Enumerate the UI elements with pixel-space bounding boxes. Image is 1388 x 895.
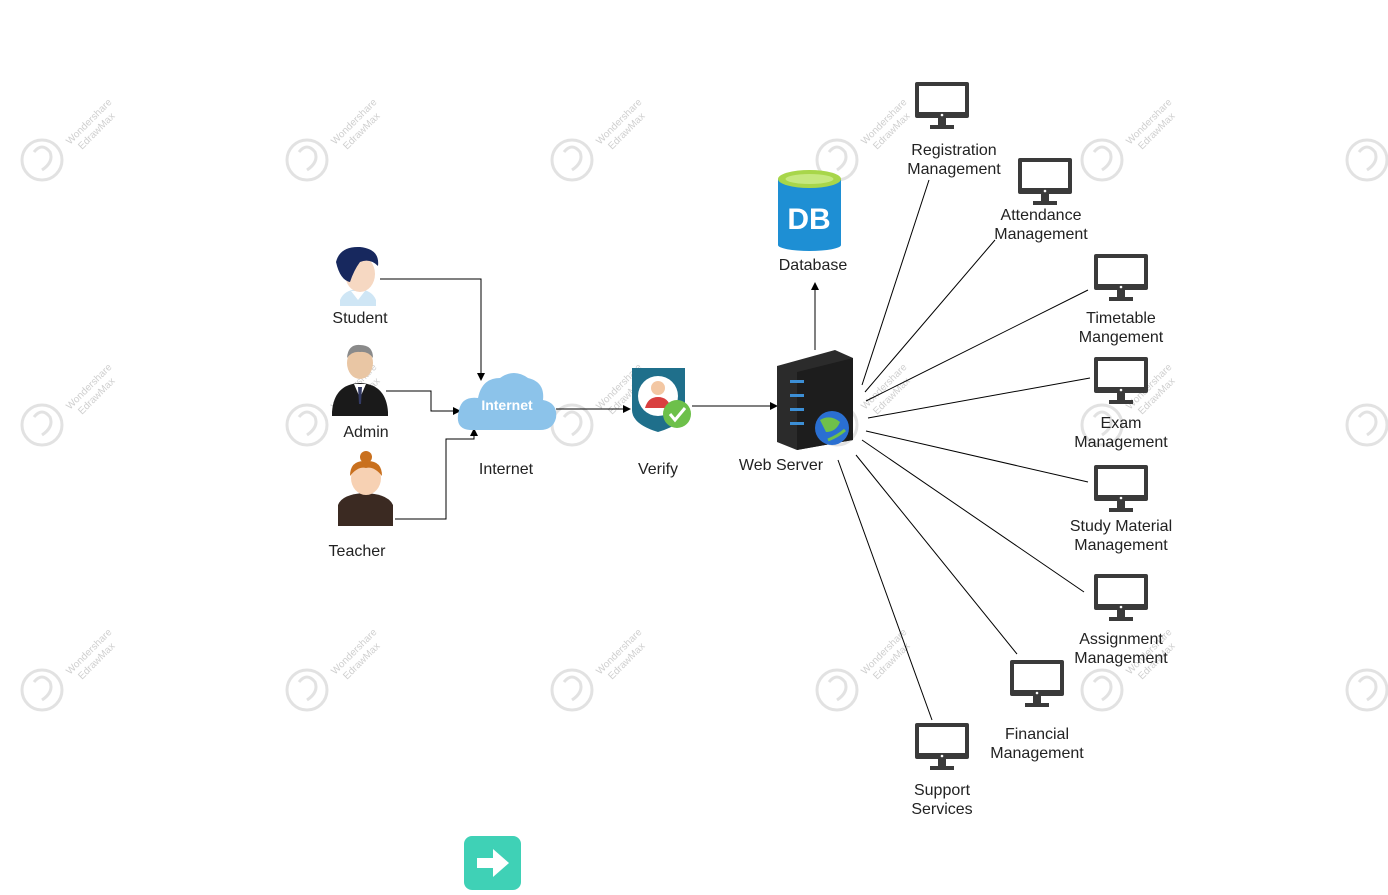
support-label-line-1: Support <box>913 782 971 799</box>
timetable-label-line-2: Mangement <box>1078 329 1164 346</box>
exam-module-label: Exam Management <box>1074 414 1167 452</box>
support-monitor-icon <box>915 723 969 770</box>
registration-label-line-1: Registration <box>911 142 997 159</box>
study-material-module-label: Study Material Management <box>1070 517 1172 555</box>
attendance-label-line-2: Management <box>994 226 1088 243</box>
internet-label: Internet <box>478 461 534 478</box>
assignment-label-line-2: Management <box>1074 650 1168 667</box>
timetable-module-label: Timetable Mangement <box>1079 309 1164 347</box>
student-label: Student <box>332 310 388 327</box>
teacher-avatar-icon <box>338 451 393 526</box>
financial-monitor-icon <box>1010 660 1064 707</box>
assignment-module-label: Assignment Management <box>1074 630 1167 668</box>
assignment-monitor-icon <box>1094 574 1148 621</box>
registration-monitor-icon <box>915 82 969 129</box>
cloud-icon: Internet <box>457 373 557 430</box>
admin-label: Admin <box>343 424 389 441</box>
database-icon-text: DB <box>787 203 830 236</box>
database-icon: DB <box>778 170 841 251</box>
student-avatar-icon <box>336 246 379 306</box>
assignment-label-line-1: Assignment <box>1079 631 1163 648</box>
attendance-label-line-1: Attendance <box>1000 207 1082 224</box>
connector-server-support <box>837 459 933 721</box>
connector-server-assignment <box>861 439 1085 593</box>
study-monitor-icon <box>1094 465 1148 512</box>
support-label-line-2: Services <box>911 801 973 818</box>
timetable-monitor-icon <box>1094 254 1148 301</box>
study-label-line-2: Management <box>1074 537 1168 554</box>
timetable-label-line-1: Timetable <box>1086 310 1156 327</box>
admin-avatar-icon <box>332 344 388 416</box>
financial-module-label: Financial Management <box>990 725 1083 763</box>
exam-label-line-2: Management <box>1074 434 1168 451</box>
attendance-module-label: Attendance Management <box>994 206 1087 244</box>
connector-server-exam <box>867 377 1091 419</box>
connector-admin-cloud <box>386 390 461 415</box>
connector-server-attendance <box>864 239 996 393</box>
next-button[interactable] <box>464 836 521 890</box>
web-server-label: Web Server <box>738 457 824 474</box>
verify-label: Verify <box>637 461 679 478</box>
attendance-monitor-icon <box>1018 158 1072 205</box>
server-icon <box>777 350 853 450</box>
exam-label-line-1: Exam <box>1100 415 1142 432</box>
connector-server-registration <box>861 179 930 386</box>
connector-server-study <box>865 430 1089 483</box>
cloud-inner-text: Internet <box>481 397 533 413</box>
database-label: Database <box>778 257 848 274</box>
study-label-line-1: Study Material <box>1069 518 1173 535</box>
connector-teacher-cloud <box>395 428 478 520</box>
connector-server-timetable <box>865 289 1089 402</box>
connector-server-financial <box>855 454 1018 655</box>
teacher-label: Teacher <box>328 543 386 560</box>
arrow-right-icon <box>477 849 509 877</box>
financial-label-line-1: Financial <box>1004 726 1070 743</box>
connector-student-cloud <box>380 278 485 381</box>
registration-module-label: Registration Management <box>907 141 1000 179</box>
connectors <box>380 179 1091 721</box>
financial-label-line-2: Management <box>990 745 1084 762</box>
registration-label-line-2: Management <box>907 161 1001 178</box>
support-module-label: Support Services <box>911 781 972 819</box>
verify-shield-icon <box>632 368 691 432</box>
